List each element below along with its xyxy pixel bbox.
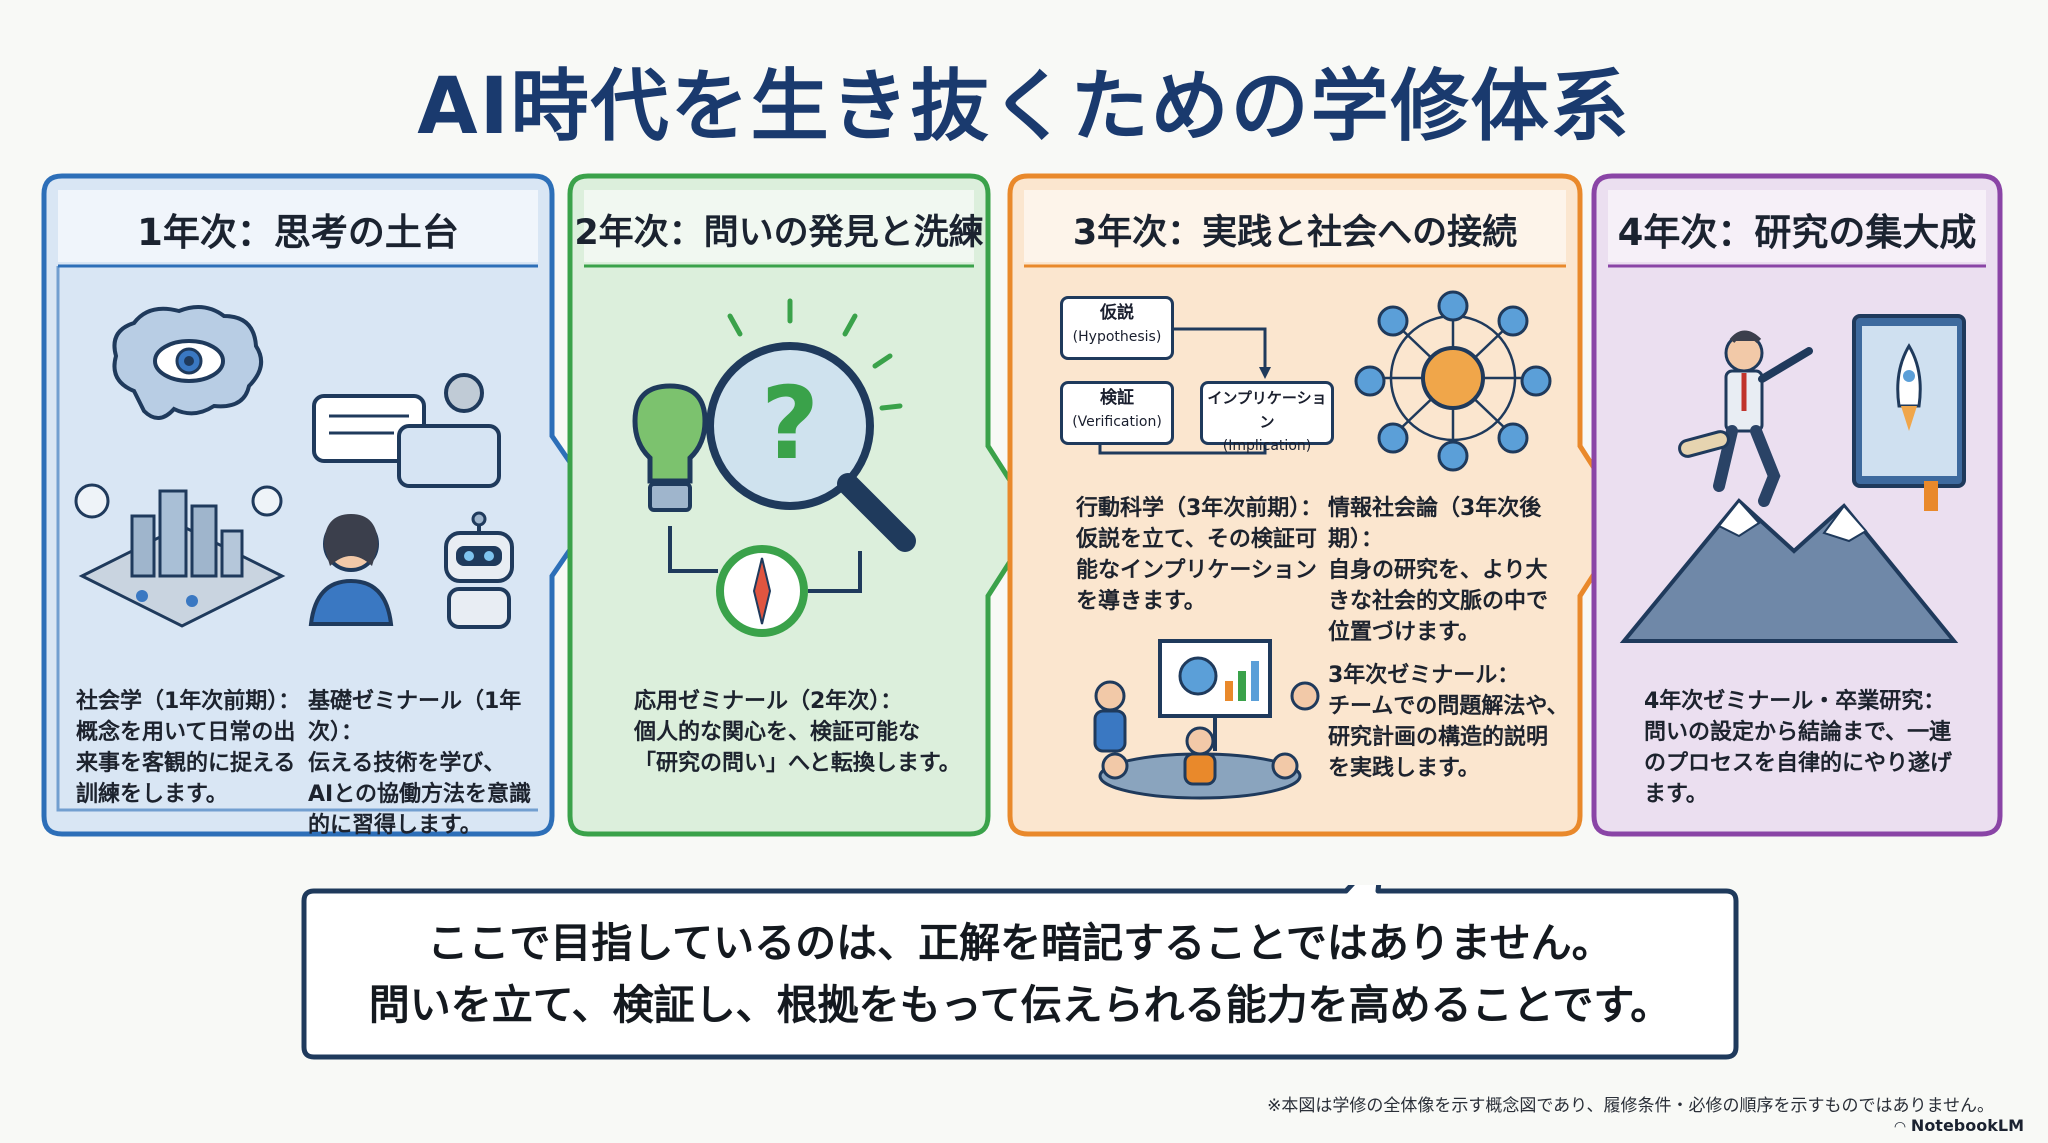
panel-year2-header: 2年次：問いの発見と洗練 — [574, 213, 984, 253]
panel-year3-header: 3年次：実践と社会への接続 — [1072, 213, 1518, 253]
panel-year4-header: 4年次：研究の集大成 — [1617, 211, 1977, 254]
panel-year2: 2年次：問いの発見と洗練 ? 応用ゼミナール（2年次）： 個人的な関心を、検証可… — [567, 173, 1060, 837]
summit-achievement-icon — [1619, 314, 1966, 643]
footnote: ※本図は学修の全体像を示す概念図であり、履修条件・必修の順序を示すものではありま… — [1267, 1096, 1994, 1116]
panel-year3-text-a: 行動科学（3年次前期）： 仮説を立て、その検証可 能なインプリケーション を導き… — [1076, 496, 1323, 614]
verification-label: 検証 — [1100, 388, 1134, 408]
hypothesis-box: 仮説 (Hypothesis) — [1060, 296, 1174, 360]
team-meeting-icon — [1093, 639, 1320, 800]
message-text: ここで目指しているのは、正解を暗記することではありません。 問いを立て、検証し、… — [320, 912, 1720, 1036]
page-title: AI時代を生き抜くための学修体系 — [417, 62, 1631, 152]
implication-box: インプリケーション (Implication) — [1200, 381, 1334, 454]
magnifier-question-icon: ? — [632, 298, 916, 637]
panel-year1: 1年次：思考の土台 社会学（1年次前期）： 概念を用いて日常の出 来事 — [41, 173, 604, 838]
hypothesis-label: 仮説 — [1100, 303, 1134, 323]
panel-year4: 4年次：研究の集大成 4年次ゼミナール・卒業研究： 問いの設定から結論まで、一連… — [1591, 173, 2004, 837]
notebooklm-logo-icon: ◠ — [1894, 1119, 1906, 1135]
panel-year3: 3年次：実践と社会への接続 仮説 (Hypothesis) 検証 (Verifi… — [1007, 173, 1631, 837]
brain-icon — [112, 305, 264, 420]
panel-year1-left-text: 社会学（1年次前期）： 概念を用いて日常の出 来事を客観的に捉える 訓練をします… — [76, 689, 301, 807]
brand-text: NotebookLM — [1910, 1116, 2024, 1135]
message-line1: ここで目指しているのは、正解を暗記することではありません。 — [427, 919, 1613, 967]
implication-en-label: (Implication) — [1222, 438, 1312, 454]
panel-year1-right-text: 基礎ゼミナール（1年次）： 伝える技術を学び、 AIとの協働方法を意識 的に習得… — [308, 689, 531, 838]
brand-label: ◠ NotebookLM — [1895, 1116, 2024, 1135]
network-globe-icon — [1354, 290, 1552, 472]
implication-label: インプリケーション — [1207, 389, 1327, 431]
panel-year3-text-c: 3年次ゼミナール： チームでの問題解法や、 研究計画の構造的説明 を実践します。 — [1328, 663, 1569, 781]
message-line2: 問いを立て、検証し、根拠をもって伝えられる能力を高めることです。 — [368, 981, 1672, 1029]
city-network-icon — [74, 483, 286, 628]
panel-year4-text: 4年次ゼミナール・卒業研究： 問いの設定から結論まで、一連 のプロセスを自律的に… — [1644, 689, 1953, 807]
chat-bubbles-icon — [312, 373, 501, 488]
verification-box: 検証 (Verification) — [1060, 381, 1174, 445]
panel-year2-text: 応用ゼミナール（2年次）： 個人的な関心を、検証可能な 「研究の問い」へと転換し… — [634, 689, 961, 776]
hypothesis-en-label: (Hypothesis) — [1072, 329, 1162, 345]
verification-en-label: (Verification) — [1072, 414, 1162, 430]
robot-icon — [444, 511, 514, 629]
message-bubble — [301, 885, 1739, 1060]
svg-text:?: ? — [761, 365, 819, 482]
person-icon — [308, 514, 394, 626]
panel-year1-header: 1年次：思考の土台 — [137, 211, 459, 254]
panel-year3-text-b: 情報社会論（3年次後期）： 自身の研究を、より大 きな社会的文脈の中で 位置づけ… — [1328, 496, 1549, 645]
